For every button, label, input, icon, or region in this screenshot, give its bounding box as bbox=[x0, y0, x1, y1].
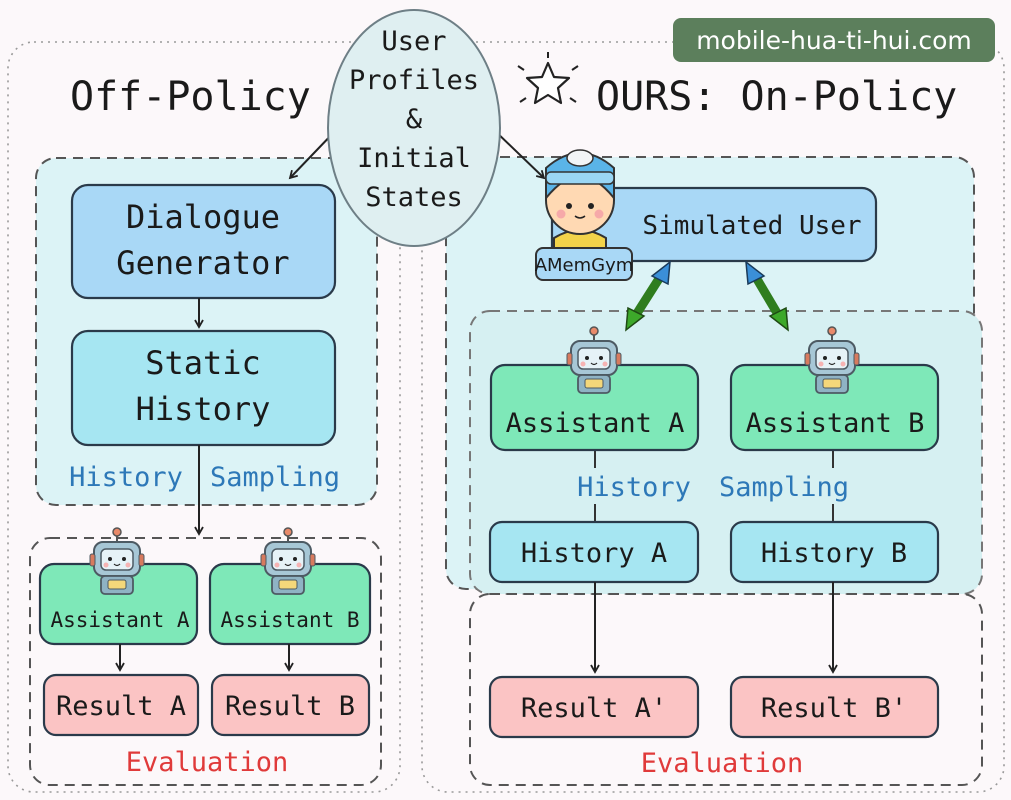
right-evaluation-label: Evaluation bbox=[641, 748, 804, 779]
generator-line-2: Generator bbox=[116, 244, 289, 282]
bubble-line-3: & bbox=[406, 104, 423, 135]
left-result-a-label: Result A bbox=[56, 691, 186, 722]
left-assistant-b-label: Assistant B bbox=[220, 608, 359, 632]
avatar-badge bbox=[535, 247, 633, 281]
right-sampling-mask bbox=[570, 468, 860, 504]
right-sampling-word-1: History bbox=[577, 472, 691, 503]
simulated-user-label: Simulated User bbox=[642, 211, 861, 241]
right-result-b-label: Result B' bbox=[761, 693, 907, 724]
star-icon bbox=[517, 52, 579, 105]
bubble-line-2: Profiles bbox=[349, 65, 479, 96]
left-title: Off-Policy bbox=[70, 74, 311, 120]
generator-line-1: Dialogue bbox=[126, 198, 280, 236]
left-result-b-label: Result B bbox=[225, 691, 355, 722]
right-assistant-b-label: Assistant B bbox=[746, 408, 925, 439]
bubble-line-5: States bbox=[365, 182, 463, 213]
static-history-line-2: History bbox=[136, 390, 271, 428]
right-history-b-label: History B bbox=[761, 538, 907, 569]
bubble-line-1: User bbox=[381, 26, 446, 57]
bubble-line-4: Initial bbox=[357, 143, 471, 174]
left-result-a-box bbox=[42, 673, 200, 737]
left-evaluation-panel bbox=[29, 537, 382, 786]
left-result-b-box bbox=[210, 673, 371, 737]
user-profiles-bubble bbox=[327, 9, 501, 247]
double-arrow-a-icon bbox=[625, 260, 671, 332]
static-history-line-1: Static bbox=[145, 344, 261, 382]
left-sampling-word-2: Sampling bbox=[210, 462, 340, 493]
right-result-b-box bbox=[729, 675, 940, 739]
right-history-b-box bbox=[729, 520, 940, 584]
left-outer-panel bbox=[7, 41, 401, 793]
right-sampling-word-2: Sampling bbox=[719, 472, 849, 503]
right-assistant-a-label: Assistant A bbox=[506, 408, 685, 439]
watermark: mobile-hua-ti-hui.com bbox=[696, 26, 972, 55]
user-avatar-icon bbox=[545, 149, 615, 253]
static-history-box bbox=[70, 329, 337, 447]
right-evaluation-panel bbox=[469, 593, 983, 786]
avatar-badge-label: AMemGym bbox=[535, 255, 634, 276]
left-assistant-a-label: Assistant A bbox=[50, 608, 189, 632]
right-title: OURS: On-Policy bbox=[596, 74, 957, 120]
dialogue-generator-box bbox=[70, 183, 337, 300]
simulated-user-box bbox=[550, 186, 878, 263]
watermark-badge bbox=[673, 18, 995, 62]
left-evaluation-label: Evaluation bbox=[126, 747, 289, 778]
double-arrow-b-icon bbox=[745, 260, 789, 332]
right-history-a-label: History A bbox=[521, 538, 667, 569]
left-sampling-word-1: History bbox=[69, 462, 183, 493]
right-result-a-box bbox=[488, 675, 700, 739]
right-result-a-label: Result A' bbox=[521, 693, 667, 724]
